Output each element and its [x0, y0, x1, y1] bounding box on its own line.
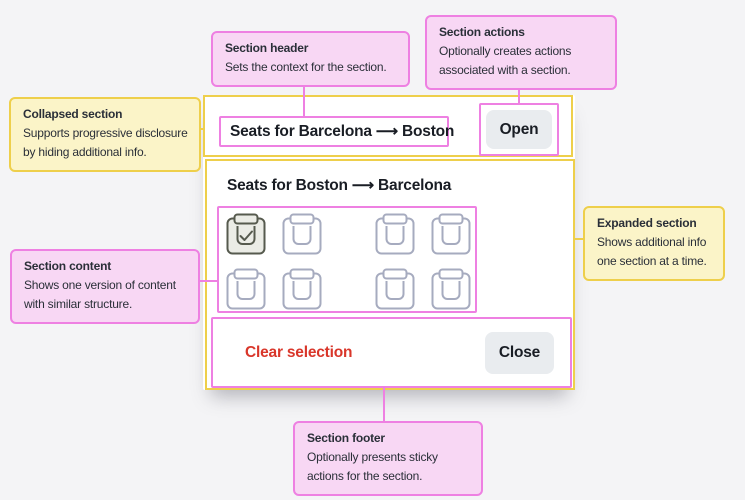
- connector-section-content: [198, 280, 218, 282]
- expanded-section-title: Seats for Boston ⟶ Barcelona: [227, 177, 452, 194]
- connector-section-header: [303, 78, 305, 116]
- expanded-section-outline: [205, 159, 575, 390]
- callout-title: Expanded section: [597, 216, 697, 230]
- callout-title: Collapsed section: [23, 107, 123, 121]
- connector-section-footer: [383, 388, 385, 422]
- callout-section-actions: Section actions Optionally creates actio…: [425, 15, 617, 90]
- seat-row: [226, 213, 475, 255]
- callout-line: associated with a section.: [439, 63, 571, 77]
- collapsed-section-title: Seats for Barcelona ⟶ Boston: [230, 123, 455, 140]
- connector-collapsed: [199, 128, 205, 130]
- seat-row: [226, 268, 475, 310]
- callout-collapsed-section: Collapsed section Supports progressive d…: [9, 97, 201, 172]
- section-footer-outline: Clear selection Close: [211, 317, 572, 388]
- seat-icon[interactable]: [431, 213, 471, 255]
- callout-line: Optionally creates actions: [439, 44, 572, 58]
- callout-line: actions for the section.: [307, 469, 423, 483]
- callout-line: by hiding additional info.: [23, 145, 147, 159]
- callout-section-header: Section header Sets the context for the …: [211, 31, 410, 87]
- callout-title: Section actions: [439, 25, 525, 39]
- callout-section-content: Section content Shows one version of con…: [10, 249, 200, 324]
- connector-expanded: [573, 238, 584, 240]
- seat-grid: [226, 213, 475, 310]
- section-header-outline: Seats for Barcelona ⟶ Boston: [219, 116, 454, 147]
- callout-title: Section header: [225, 41, 309, 55]
- callout-line: Shows additional info: [597, 235, 707, 249]
- seat-icon[interactable]: [375, 213, 415, 255]
- seat-icon[interactable]: [226, 268, 266, 310]
- section-content-outline: [217, 206, 477, 313]
- collapsed-section-outline: [203, 95, 573, 157]
- close-button[interactable]: Close: [485, 331, 554, 374]
- callout-line: one section at a time.: [597, 254, 707, 268]
- callout-expanded-section: Expanded section Shows additional info o…: [583, 206, 725, 281]
- callout-section-footer: Section footer Optionally presents stick…: [293, 421, 483, 496]
- open-button[interactable]: Open: [486, 110, 552, 149]
- seat-icon[interactable]: [282, 268, 322, 310]
- callout-line: Supports progressive disclosure: [23, 126, 188, 140]
- callout-line: Shows one version of content: [24, 278, 176, 292]
- callout-line: with similar structure.: [24, 297, 133, 311]
- connector-section-actions: [518, 80, 520, 104]
- seat-selected-icon[interactable]: [226, 213, 266, 255]
- callout-title: Section footer: [307, 431, 385, 445]
- seat-icon[interactable]: [375, 268, 415, 310]
- section-actions-outline: Open: [479, 103, 559, 156]
- callout-line: Sets the context for the section.: [225, 60, 387, 74]
- callout-title: Section content: [24, 259, 112, 273]
- callout-line: Optionally presents sticky: [307, 450, 438, 464]
- clear-selection-button[interactable]: Clear selection: [245, 343, 353, 361]
- seat-icon[interactable]: [282, 213, 322, 255]
- seat-icon[interactable]: [431, 268, 471, 310]
